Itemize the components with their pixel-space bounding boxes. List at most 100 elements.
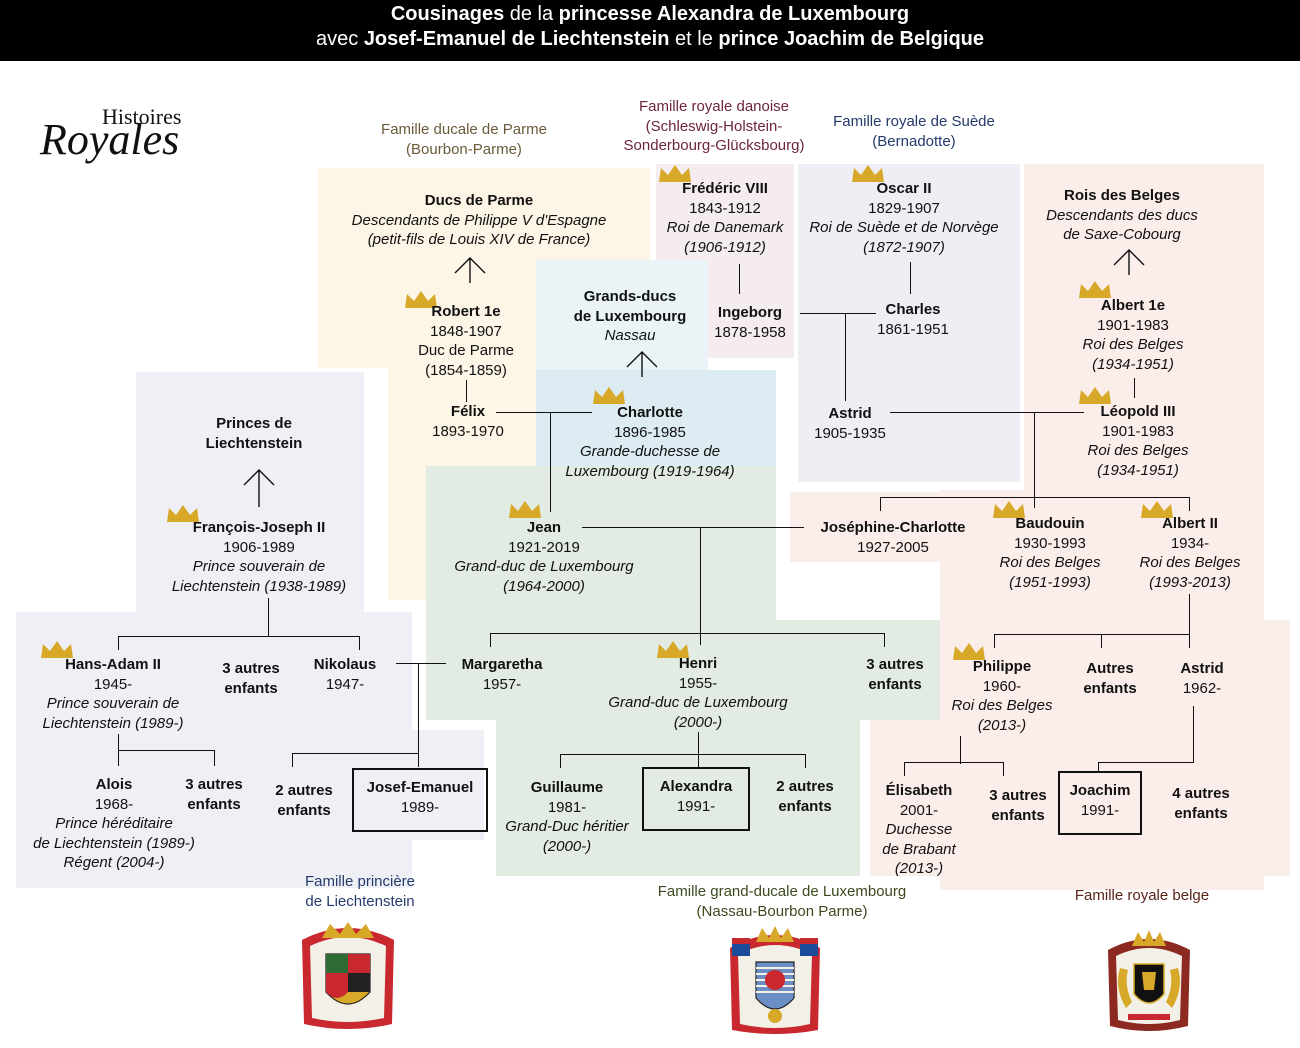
line-nm-children [292,753,418,754]
line-jean-children [700,527,701,645]
crown-icon [993,501,1025,518]
person-elisabeth: Élisabeth 2001- Duchesse de Brabant (201… [882,782,956,877]
crown-icon [1079,281,1111,298]
person-hans-adam: Hans-Adam II 1945- Prince souverain de L… [42,656,184,732]
line-jean-josephine [582,527,804,528]
title-segment: de la [504,3,559,25]
arrow-up-liechtenstein [243,469,275,507]
person-josephine-charlotte: Joséphine-Charlotte 1927-2005 [820,519,966,556]
line-henri-autres [805,754,806,768]
person-albert1: Albert 1e 1901-1983 Roi des Belges (1934… [1082,297,1184,373]
person-leopold: Léopold III 1901-1983 Roi des Belges (19… [1087,403,1189,479]
line-albert1-leopold [1134,378,1135,398]
arrow-up-belges [1113,249,1145,275]
arrow-up-luxembourg [626,351,658,377]
line-astrid-down [1193,706,1194,762]
crown-icon [509,501,541,518]
logo-text-main: Royales [39,115,179,164]
person-autres-liechtenstein-3: 2 autres enfants [275,782,333,819]
line-nikolaus-margaretha [396,663,446,664]
crown-icon [405,291,437,308]
person-alois: Alois 1968- Prince héréditaire de Liecht… [33,776,195,871]
person-josef-emanuel: Josef-Emanuel 1989- [352,768,488,832]
line-child-albert2 [1189,497,1190,511]
person-frederic: Frédéric VIII 1843-1912 Roi de Danemark … [666,180,784,256]
person-alexandra: Alexandra 1991- [642,767,750,831]
crown-icon [1141,501,1173,518]
suede-region [798,164,1020,482]
line-oscar-charles [910,262,911,294]
person-autres-belges-2: 3 autres enfants [989,787,1047,824]
crown-icon [41,641,73,658]
line-robert-felix [466,380,467,402]
person-jean: Jean 1921-2019 Grand-duc de Luxembourg (… [454,519,634,595]
line-charlotte-jean [550,412,551,512]
lux-blue-top [536,260,708,372]
title-banner: Cousinages de la princesse Alexandra de … [0,0,1300,61]
crown-icon [657,641,689,658]
person-nikolaus: Nikolaus 1947- [313,656,377,693]
line-leopold-children [880,497,1190,498]
person-albert2: Albert II 1934- Roi des Belges (1993-201… [1139,515,1241,591]
person-oscar: Oscar II 1829-1907 Roi de Suède et de No… [809,180,999,256]
family-label-belge: Famille royale belge [1074,887,1210,904]
line-henri-down [698,732,699,768]
line-ph-autres [1003,762,1004,776]
line-nm-autres [292,753,293,767]
line-philippe-children [904,762,1004,763]
family-label-luxembourg: Famille grand-ducale de Luxembourg(Nassa… [657,883,907,920]
person-autres-luxembourg-1: 3 autres enfants [866,656,924,693]
person-joachim: Joachim 1991- [1058,771,1142,835]
person-ingeborg: Ingeborg 1878-1958 [714,304,786,341]
line-philippe-down [960,736,961,764]
luxembourg-coat-of-arms-icon [730,926,820,1034]
person-autres-luxembourg-2: 2 autres enfants [776,778,834,815]
line-ph-elisabeth [904,762,905,776]
title-segment: avec [316,28,364,50]
title-segment: Cousinages [390,3,505,25]
line-lux-autres [884,633,885,647]
person-felix: Félix 1893-1970 [432,403,504,440]
line-a2-philippe [994,634,995,648]
line-leopold-down [1034,412,1035,508]
person-rois-belges: Rois des Belges Descendants des ducs de … [1046,187,1198,243]
line-nm-down [418,663,419,767]
title-line-2: avec Josef-Emanuel de Liechtenstein et l… [0,27,1300,52]
liecht-region-top [136,372,364,614]
liecht-region-right [256,730,484,840]
line-ingeborg-charles [800,313,876,314]
line-albert2-down [1189,594,1190,648]
person-charlotte: Charlotte 1896-1985 Grande-duchesse de L… [565,404,735,480]
person-francois-joseph: François-Joseph II 1906-1989 Prince souv… [171,519,347,595]
family-label-suede: Famille royale de Suède(Bernadotte) [833,113,995,150]
arrow-up-parme [454,257,486,283]
crown-icon [167,505,199,522]
person-grands-ducs: Grands-ducs de Luxembourg Nassau [573,288,687,344]
crown-icon [659,165,691,182]
person-robert: Robert 1e 1848-1907 Duc de Parme (1854-1… [418,303,514,379]
person-charles: Charles 1861-1951 [877,301,949,338]
family-label-parme: Famille ducale de Parme(Bourbon-Parme) [381,121,547,158]
person-autres-liechtenstein-2: 3 autres enfants [185,776,243,813]
line-as-joachim [1098,762,1099,772]
logo-text-top: Histoires [102,104,181,129]
histoires-royales-logo: Histoires Royales [39,104,181,164]
line-albert2-children [994,634,1190,635]
title-segment: princesse Alexandra de Luxembourg [558,3,910,25]
line-hans-autres [214,750,215,766]
liechtenstein-coat-of-arms-icon [302,922,394,1029]
title-segment: et le [669,28,719,50]
line-astrid-children [1098,762,1194,763]
person-baudouin: Baudouin 1930-1993 Roi des Belges (1951-… [999,515,1101,591]
person-astrid-suede: Astrid 1905-1935 [814,405,886,442]
title-segment: Josef-Emanuel de Liechtenstein [363,28,670,50]
person-henri: Henri 1955- Grand-duc de Luxembourg (200… [608,655,788,731]
line-charles-astrid [845,313,846,401]
line-lux-margaretha [490,633,491,647]
line-astrid-leopold [890,412,1084,413]
line-l-nikolaus [359,636,360,650]
person-autres-belges-3: 4 autres enfants [1172,785,1230,822]
lux-green-region [426,466,776,720]
crown-icon [953,643,985,660]
